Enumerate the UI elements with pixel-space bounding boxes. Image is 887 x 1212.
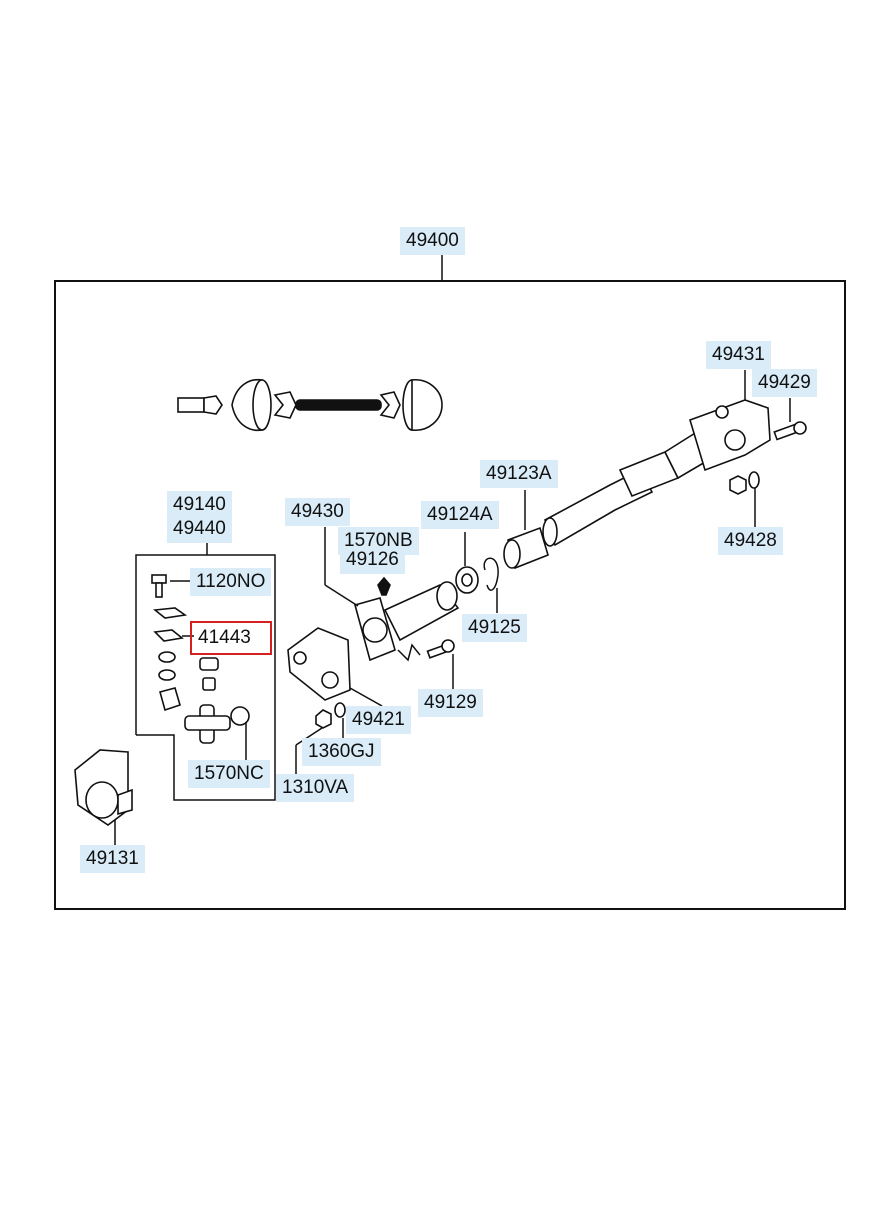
label-49126[interactable]: 49126 (340, 546, 405, 574)
label-49428[interactable]: 49428 (718, 527, 783, 555)
kit-bearing-cap-icon[interactable] (159, 657, 219, 712)
ring-49124a-icon[interactable] (455, 566, 479, 594)
circlip-49125-icon[interactable] (483, 557, 499, 591)
washer-1360gj-icon[interactable] (334, 702, 346, 718)
bolt-49129-icon[interactable] (397, 639, 455, 662)
label-assembly-49400[interactable]: 49400 (400, 227, 465, 255)
bearing-49123a-icon[interactable] (503, 526, 549, 570)
kit-oring-2-icon[interactable] (158, 669, 176, 681)
kit-bolt-1120no-icon[interactable] (151, 574, 167, 598)
label-49430[interactable]: 49430 (285, 498, 350, 526)
label-49431[interactable]: 49431 (706, 341, 771, 369)
nut-1310va-icon[interactable] (315, 709, 332, 729)
label-49421[interactable]: 49421 (346, 706, 411, 734)
kit-lock-plate-41443-icon[interactable] (153, 629, 184, 642)
label-49124a[interactable]: 49124A (421, 501, 499, 529)
kit-oring-1-icon[interactable] (158, 651, 176, 663)
label-1570nc[interactable]: 1570NC (188, 760, 270, 788)
center-bearing-49430-icon[interactable] (354, 581, 460, 662)
label-1360gj[interactable]: 1360GJ (302, 738, 381, 766)
label-49440[interactable]: 49440 (167, 515, 232, 543)
driveshaft-icon[interactable] (542, 399, 771, 547)
label-1120no[interactable]: 1120NO (190, 568, 272, 596)
label-49140[interactable]: 49140 (167, 491, 232, 519)
kit-universal-joint-icon[interactable] (184, 704, 250, 744)
nut-49428-icon[interactable] (729, 471, 760, 495)
diagram-frame (54, 280, 846, 910)
flange-49421-icon[interactable] (287, 627, 351, 701)
label-41443-selected[interactable]: 41443 (190, 621, 272, 655)
kit-frame (135, 554, 276, 801)
label-1310va[interactable]: 1310VA (276, 774, 355, 802)
label-49129[interactable]: 49129 (418, 689, 483, 717)
yoke-49131-icon[interactable] (74, 749, 133, 826)
kit-plate-icon[interactable] (152, 607, 188, 619)
label-49125[interactable]: 49125 (462, 614, 527, 642)
grease-nipple-49126-icon[interactable] (377, 576, 391, 596)
label-49429[interactable]: 49429 (752, 369, 817, 397)
bolt-49429-icon[interactable] (773, 421, 807, 441)
label-49131[interactable]: 49131 (80, 845, 145, 873)
cv-shaft-exploded-icon[interactable] (177, 378, 443, 432)
label-49123a[interactable]: 49123A (480, 460, 558, 488)
